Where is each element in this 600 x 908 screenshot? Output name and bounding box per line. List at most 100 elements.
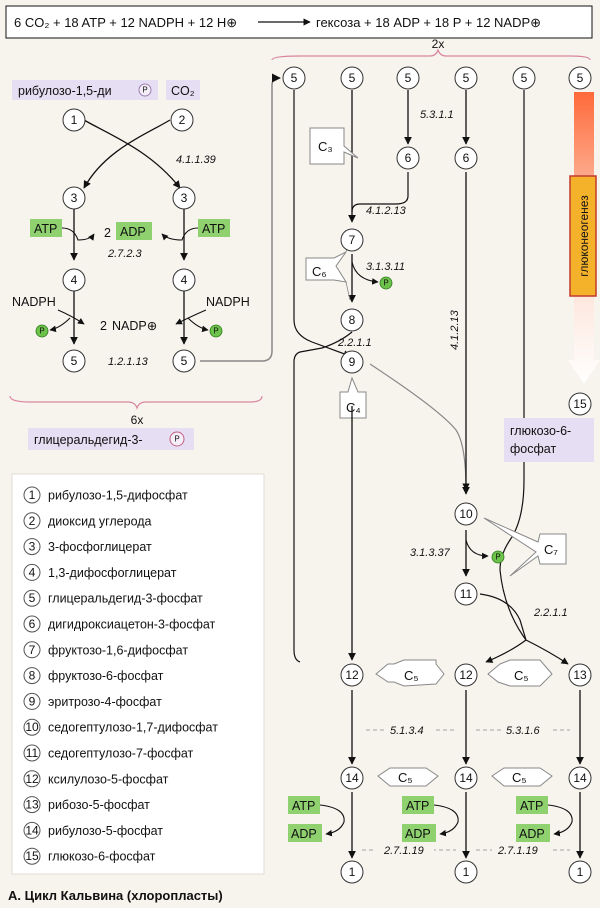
kinase-block-3: ATP ADP [516,792,584,859]
c6-label: C₆ [312,264,327,279]
c5-label-d: C₅ [512,770,527,785]
metabolite-node-label: 7 [349,233,356,247]
metabolite-node-label: 1 [577,865,584,879]
atp-right: ATP [202,222,225,236]
metabolite-node-label: 5 [291,71,298,85]
metabolite-node-label: 1 [349,865,356,879]
enzyme-5-1-3-4: 5.1.3.4 [390,725,424,737]
metabolite-node-label: 8 [349,313,356,327]
legend-item: седогептулозо-7-фосфат [48,747,194,761]
legend-number-badge [23,615,41,633]
legend-number-badge [23,692,41,710]
enzyme-4-1-1-39: 4.1.1.39 [176,154,216,166]
legend-item: рибулозо-5-фосфат [48,824,163,838]
c5-label-c: C₅ [398,770,413,785]
metabolite-node-3 [172,186,196,210]
adp-bottom-2: ADP [405,827,431,841]
legend-box [11,473,265,875]
metabolite-node-label: 4 [181,273,188,287]
multiplier-6x: 6x [131,413,144,427]
enzyme-4-1-2-13-a: 4.1.2.13 [366,205,407,217]
metabolite-node-12 [454,663,478,687]
metabolite-node-label: 12 [459,668,473,682]
nadph-right: NADPH [206,295,250,309]
legend-number: 10 [25,720,39,734]
co2-label-bg [166,80,200,100]
metabolite-node-14 [568,766,592,790]
metabolite-node-10 [454,502,478,526]
metabolite-node-label: 1 [463,865,470,879]
kinase-block-2: ATP ADP [402,792,470,859]
atp-bottom-2: ATP [406,799,429,813]
phosphate-left-text: P [39,327,44,336]
metabolite-node-2 [170,108,194,132]
enzyme-4-1-2-13-b: 4.1.2.13 [449,309,461,350]
legend-number: 15 [25,849,39,863]
legend-number: 3 [29,540,36,554]
metabolite-node-label: 5 [405,71,412,85]
metabolite-node-label: 13 [573,668,587,682]
legend-number-badge [23,589,41,607]
legend-item: рибозо-5-фосфат [48,798,150,812]
kinase-block-1: ATP ADP [288,792,356,859]
phosphate-right [209,324,223,338]
gluconeogenesis-box [569,175,597,297]
legend-item: эритрозо-4-фосфат [48,695,162,709]
atp-bottom-3: ATP [520,799,543,813]
metabolite-node-label: 5 [71,354,78,368]
legend-number: 9 [29,694,36,708]
legend-number: 7 [29,643,36,657]
phosphate-f16-text: P [383,279,388,288]
nadph-left: NADPH [12,295,56,309]
phosphate-right-text: P [213,327,218,336]
nadp-coef: 2 [100,319,107,333]
atp-bottom-1: ATP [292,799,315,813]
adp-bg [116,222,152,240]
gluconeogenesis-branch: глюконеогенез глюкозо-6- фосфат [504,92,600,462]
legend-number: 13 [25,798,39,812]
legend-number-badge [23,512,41,530]
metabolite-node-12 [340,663,364,687]
adp-bottom-1: ADP [291,827,317,841]
metabolite-node-label: 5 [577,71,584,85]
enzyme-2-2-1-1-a: 2.2.1.1 [337,337,372,349]
legend-number: 11 [26,746,39,760]
legend-number: 2 [29,514,36,528]
metabolite-node-label: 14 [345,771,359,785]
atp-left-bg [30,219,62,237]
metabolite-node-label: 5 [181,354,188,368]
equation-left: 6 CO₂ + 18 ATP + 12 NADPH + 12 H⊕ [14,15,237,30]
legend-item: седогептулозо-1,7-дифосфат [48,721,218,735]
metabolite-node-11 [454,582,478,606]
ribulose-label-bg [12,80,158,100]
metabolite-node-label: 3 [71,191,78,205]
c5-callout-a: C₅ [375,659,445,687]
metabolite-node-5 [282,66,306,90]
legend-number: 14 [25,823,39,837]
metabolite-node-label: 5 [463,71,470,85]
atp-right-bg [198,219,230,237]
metabolite-node-6 [454,146,478,170]
multiplier-2x-bracket: 2x [271,37,591,61]
metabolite-node-5 [396,66,420,90]
ribulose-label: рибулозо-1,5-ди [18,84,112,98]
metabolite-node-14 [340,766,364,790]
metabolite-node-5 [172,349,196,373]
enzyme-2-2-1-1-b: 2.2.1.1 [533,607,568,619]
metabolite-node-5 [62,349,86,373]
c3-callout [309,127,359,165]
left-carboxylation: рибулозо-1,5-ди P CO₂ 4.1.1.39 ATP ATP 2… [9,73,281,450]
adp-bottom-3: ADP [519,827,545,841]
legend-item: глицеральдегид-3-фосфат [48,592,203,606]
legend-number-badge [23,770,41,788]
metabolite-node-label: 4 [71,273,78,287]
gluconeogenesis-label: глюконеогенез [577,195,591,277]
legend-item: 1,3-дифосфоглицерат [48,566,177,580]
legend-number: 4 [29,565,36,579]
regeneration-pathway: 5.3.1.1 4.1.2.13 C₃ P 3.1.3.11 C₆ 2.2.1.… [288,90,584,859]
co2-label: CO₂ [171,84,195,98]
metabolite-node-7 [340,228,364,252]
metabolite-node-3 [62,186,86,210]
